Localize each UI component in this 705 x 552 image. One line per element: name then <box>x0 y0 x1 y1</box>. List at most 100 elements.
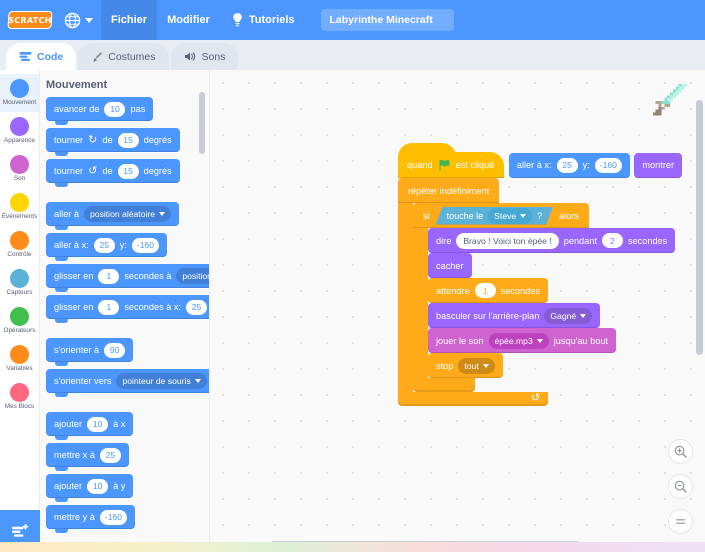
category-variables[interactable]: Variables <box>0 340 39 378</box>
category-color-dot <box>10 193 29 212</box>
forever-arm <box>398 203 413 392</box>
block-label: touche le <box>446 210 484 221</box>
dropdown-value: position aléatoire <box>90 209 156 219</box>
block-dropdown-target[interactable]: position aléatoire <box>176 268 209 284</box>
palette-block-glisser-a[interactable]: glisser en 1 secondes à position aléatoi… <box>46 264 209 292</box>
chevron-down-icon <box>520 214 526 218</box>
block-input-message[interactable]: Bravo ! Voici ton épée ! <box>456 232 559 249</box>
dropdown-value: Gagné <box>550 310 577 321</box>
block-dropdown-target[interactable]: pointeur de souris <box>116 373 207 389</box>
block-input-steps[interactable]: 10 <box>104 101 126 117</box>
block-forever-header[interactable]: répéter indéfiniment <box>398 178 500 203</box>
palette-block-tourner-gauche[interactable]: tourner ↺ de 15 degrés <box>46 159 180 187</box>
tab-bar: Code Costumes Sons <box>0 40 705 70</box>
zoom-reset-button[interactable] <box>668 509 693 534</box>
palette-block-aller-a-xy[interactable]: aller à x: 25 y: -160 <box>46 233 168 261</box>
block-label: avancer de <box>54 104 100 114</box>
script-stack[interactable]: quand est cliqué aller à x: 25 y: -160 m… <box>398 143 683 406</box>
category-mes-blocs[interactable]: Mes Blocs <box>0 378 39 416</box>
zoom-out-button[interactable] <box>668 474 693 499</box>
dropdown-value: Steve <box>494 210 517 221</box>
block-label-suffix: à x <box>113 419 126 429</box>
palette-scrollbar[interactable] <box>199 92 205 154</box>
block-input-x[interactable]: 25 <box>99 447 121 463</box>
block-label-suffix: jusqu'au bout <box>553 335 609 346</box>
block-input-y[interactable]: -160 <box>131 237 160 253</box>
block-input-x[interactable]: 25 <box>186 299 208 315</box>
block-goto-xy[interactable]: aller à x: 25 y: -160 <box>508 152 630 178</box>
block-show[interactable]: montrer <box>634 152 683 178</box>
chevron-down-icon <box>536 338 543 343</box>
block-input-y[interactable]: -160 <box>99 509 128 525</box>
menu-fichier[interactable]: Fichier <box>101 0 158 40</box>
palette-block-orienter-vers[interactable]: s'orienter vers pointeur de souris <box>46 369 209 397</box>
menu-tutoriels[interactable]: Tutoriels <box>220 0 305 40</box>
block-input-dy[interactable]: 10 <box>87 478 109 494</box>
block-input-x[interactable]: 25 <box>556 157 578 173</box>
tab-code[interactable]: Code <box>6 43 77 70</box>
block-dropdown-backdrop[interactable]: Gagné <box>544 307 593 324</box>
tab-sons[interactable]: Sons <box>170 43 239 70</box>
block-dropdown-stop-option[interactable]: tout <box>458 357 495 374</box>
project-title-input[interactable]: Labyrinthe Minecraft <box>320 9 454 31</box>
block-input-seconds[interactable]: 1 <box>474 283 496 298</box>
category-apparence[interactable]: Apparence <box>0 112 39 150</box>
category-mouvement[interactable]: Mouvement <box>0 74 39 112</box>
category-son[interactable]: Son <box>0 150 39 188</box>
category-evenements[interactable]: Événements <box>0 188 39 226</box>
block-wait-secs[interactable]: attendre 1 secondes <box>428 278 549 303</box>
bottom-accent-strip <box>0 542 705 552</box>
block-input-seconds[interactable]: 2 <box>601 233 623 248</box>
scratch-logo[interactable]: SCRATCH <box>7 11 53 29</box>
zoom-in-button[interactable] <box>668 439 693 464</box>
palette-block-ajouter-a-x[interactable]: ajouter 10 à x <box>46 412 134 440</box>
chevron-down-icon <box>159 212 166 216</box>
block-input-seconds[interactable]: 1 <box>98 299 120 315</box>
palette-block-orienter-a[interactable]: s'orienter à 90 <box>46 338 134 366</box>
palette-block-mettre-y-a[interactable]: mettre y à -160 <box>46 505 136 533</box>
block-input-y[interactable]: -160 <box>594 157 622 173</box>
block-switch-backdrop[interactable]: basculer sur l'arrière-plan Gagné <box>428 303 601 328</box>
block-dropdown-sprite[interactable]: Steve <box>488 208 532 224</box>
block-hide[interactable]: cacher <box>428 253 472 278</box>
palette-block-aller-a[interactable]: aller à position aléatoire <box>46 202 180 230</box>
category-color-dot <box>10 117 29 136</box>
block-dropdown-sound[interactable]: épée.mp3 <box>488 332 549 349</box>
category-operateurs[interactable]: Opérateurs <box>0 302 39 340</box>
category-controle[interactable]: Contrôle <box>0 226 39 264</box>
script-canvas[interactable]: quand est cliqué aller à x: 25 y: -160 m… <box>210 70 705 552</box>
palette-block-glisser-a-xy[interactable]: glisser en 1 secondes à x: 25 y: -160 <box>46 295 209 323</box>
block-input-x[interactable]: 25 <box>93 237 115 253</box>
block-label: s'orienter vers <box>54 376 112 386</box>
block-input-degrees[interactable]: 15 <box>117 132 139 148</box>
block-play-sound-until-done[interactable]: jouer le son épée.mp3 jusqu'au bout <box>428 328 617 353</box>
block-if-then[interactable]: si touche le Steve ? <box>413 203 676 392</box>
block-palette[interactable]: Mouvement avancer de 10 pas tourner ↻ de… <box>40 70 210 552</box>
block-input-dx[interactable]: 10 <box>87 416 109 432</box>
palette-block-ajouter-a-y[interactable]: ajouter 10 à y <box>46 474 134 502</box>
block-label: mettre y à <box>54 512 95 522</box>
block-when-flag-clicked[interactable]: quand est cliqué <box>398 143 505 178</box>
block-touching[interactable]: touche le Steve ? <box>436 207 554 225</box>
block-label: alors <box>559 210 580 221</box>
block-label: répéter indéfiniment <box>408 185 490 196</box>
category-capteurs[interactable]: Capteurs <box>0 264 39 302</box>
palette-block-mettre-x-a[interactable]: mettre x à 25 <box>46 443 129 471</box>
block-input-seconds[interactable]: 1 <box>98 268 120 284</box>
block-stop[interactable]: stop tout <box>428 353 503 378</box>
block-input-degrees[interactable]: 15 <box>117 163 139 179</box>
language-menu[interactable] <box>52 0 101 40</box>
block-dropdown-target[interactable]: position aléatoire <box>84 206 172 222</box>
palette-block-avancer[interactable]: avancer de 10 pas <box>46 97 154 125</box>
canvas-vertical-scrollbar[interactable] <box>696 100 703 355</box>
block-if-header[interactable]: si touche le Steve ? <box>413 203 590 228</box>
green-flag-icon <box>438 159 451 172</box>
block-say-for-secs[interactable]: dire Bravo ! Voici ton épée ! pendant 2 … <box>428 228 676 253</box>
block-label: tourner <box>54 135 84 145</box>
tab-costumes[interactable]: Costumes <box>78 43 169 70</box>
block-input-direction[interactable]: 90 <box>104 342 126 358</box>
menu-modifier[interactable]: Modifier <box>157 0 220 40</box>
category-label: Mouvement <box>2 99 37 106</box>
palette-block-tourner-droite[interactable]: tourner ↻ de 15 degrés <box>46 128 180 156</box>
block-forever[interactable]: répéter indéfiniment si <box>398 178 682 406</box>
